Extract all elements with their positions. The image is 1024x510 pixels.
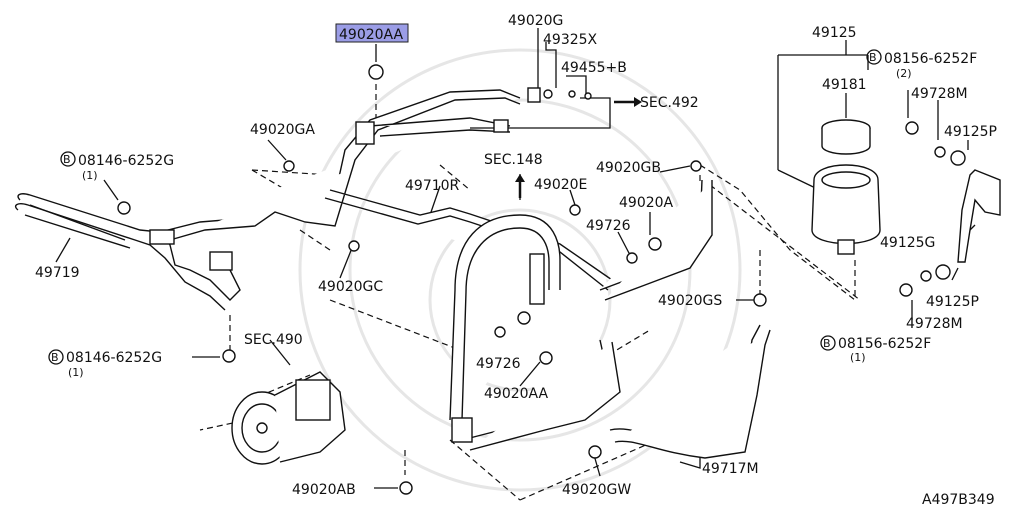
label-49020GS[interactable]: 49020GS	[658, 293, 722, 309]
bolt-symbol-3	[48, 349, 64, 365]
bolt-symbol-2-letter: B	[63, 153, 71, 166]
label-bolt-08156-bottom[interactable]: 08156-6252F	[838, 336, 931, 352]
label-49020AA-top[interactable]: 49020AA	[339, 27, 404, 43]
label-49181[interactable]: 49181	[822, 77, 867, 93]
label-49020AB[interactable]: 49020AB	[292, 482, 356, 498]
label-49125G[interactable]: 49125G	[880, 235, 935, 251]
label-sec490[interactable]: SEC.490	[244, 332, 303, 348]
highlight-box	[335, 23, 409, 43]
label-49020AA-bottom[interactable]: 49020AA	[484, 386, 549, 402]
label-49020GW[interactable]: 49020GW	[562, 482, 631, 498]
label-bolt-08146-left[interactable]: 08146-6252G	[78, 153, 174, 169]
bolt-symbol-3-letter: B	[51, 351, 59, 364]
bolt-symbol-4	[820, 335, 836, 351]
power-steering-pump	[231, 371, 346, 465]
label-49020G[interactable]: 49020G	[508, 13, 563, 29]
bolt-symbol-1	[866, 49, 882, 65]
label-49020GA[interactable]: 49020GA	[250, 122, 315, 138]
label-bolt-08156-bottom-qty: (1)	[850, 351, 866, 364]
bolt-symbol-1-letter: B	[869, 51, 877, 64]
label-49125P-top[interactable]: 49125P	[944, 124, 997, 140]
label-49728M-bottom[interactable]: 49728M	[906, 316, 963, 332]
label-bolt-08156-top[interactable]: 08156-6252F	[884, 51, 977, 67]
label-sec148[interactable]: SEC.148	[484, 152, 543, 168]
label-sec492[interactable]: SEC.492	[640, 95, 699, 111]
label-49020A[interactable]: 49020A	[619, 195, 674, 211]
label-49325X[interactable]: 49325X	[543, 32, 598, 48]
label-49125[interactable]: 49125	[812, 25, 857, 41]
label-bolt-08146-bottom-qty: (1)	[68, 366, 84, 379]
label-49726-bottom[interactable]: 49726	[476, 356, 521, 372]
watermark-emblem	[298, 48, 742, 492]
label-49728M-top[interactable]: 49728M	[911, 86, 968, 102]
diagram-id: A497B349	[922, 492, 995, 508]
label-49020GB[interactable]: 49020GB	[596, 160, 661, 176]
bolt-symbol-4-letter: B	[823, 337, 831, 350]
direction-arrows	[515, 97, 642, 198]
label-49020E[interactable]: 49020E	[534, 177, 587, 193]
bolt-symbol-group: B B B B	[48, 49, 882, 365]
label-49125P-bottom[interactable]: 49125P	[926, 294, 979, 310]
label-bolt-08146-bottom[interactable]: 08146-6252G	[66, 350, 162, 366]
hose-assembly	[14, 64, 771, 495]
label-bolt-08146-left-qty: (1)	[82, 169, 98, 182]
bracket	[899, 121, 1001, 297]
label-bolt-08156-top-qty: (2)	[896, 67, 912, 80]
reservoir	[811, 119, 881, 255]
label-49455B[interactable]: 49455+B	[561, 60, 627, 76]
label-49717M[interactable]: 49717M	[702, 461, 759, 477]
label-49710R[interactable]: 49710R	[405, 178, 460, 194]
bolt-symbol-2	[60, 151, 76, 167]
label-49719[interactable]: 49719	[35, 265, 80, 281]
label-49726-top[interactable]: 49726	[586, 218, 631, 234]
label-49020GC[interactable]: 49020GC	[318, 279, 383, 295]
